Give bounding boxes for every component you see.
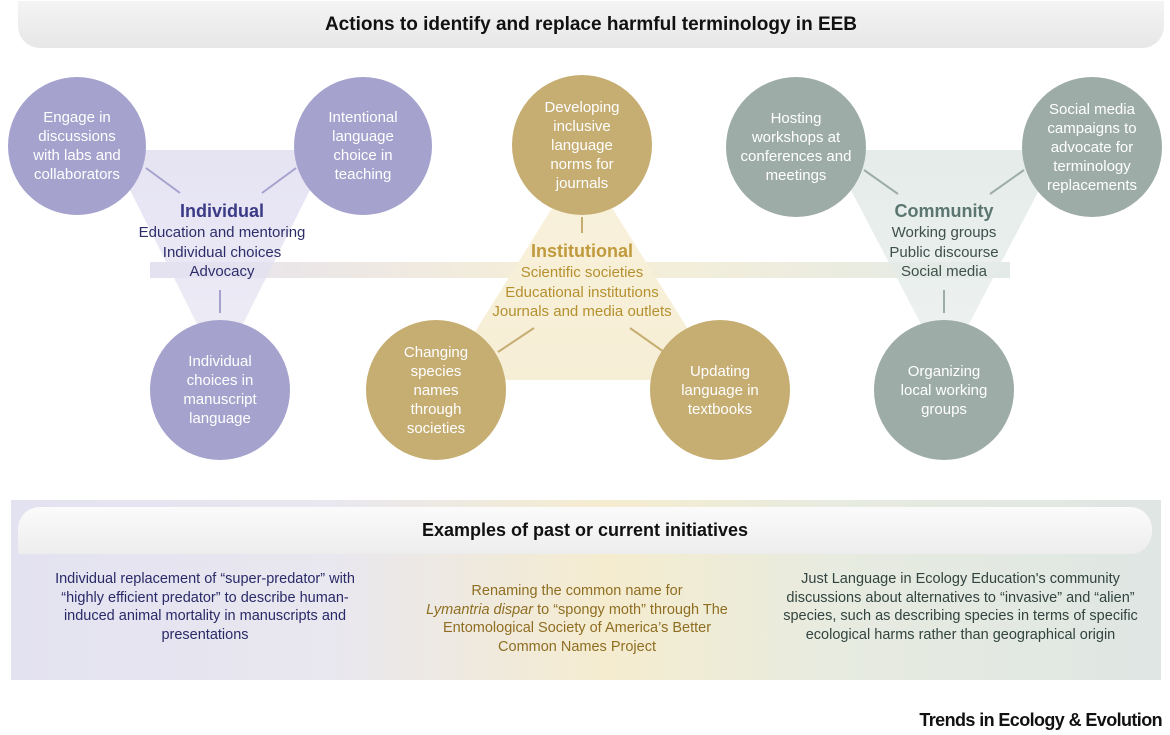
action-label: Developing inclusive language norms for … [544, 98, 620, 192]
hub-title-community: Community [894, 201, 994, 221]
community-triangle [830, 150, 1060, 370]
example-institutional: Renaming the common name for Lymantria d… [412, 582, 742, 656]
action-circle-individual-teaching: Intentional language choice in teaching [294, 77, 432, 215]
hub-title-individual: Individual [179, 201, 264, 221]
action-label: Social media campaigns to advocate for t… [1046, 100, 1138, 194]
action-circle-institutional-journals: Developing inclusive language norms for … [512, 75, 652, 215]
action-label: Updating language in textbooks [681, 362, 759, 418]
action-label: Intentional language choice in teaching [328, 109, 398, 183]
connector-individual-2 [261, 167, 297, 194]
hub-title-institutional: Institutional [531, 241, 633, 261]
individual-triangle [110, 150, 330, 370]
examples-header: Examples of past or current initiatives [18, 507, 1152, 554]
action-label: Organizing local working groups [900, 362, 988, 418]
connector-community-2 [989, 169, 1025, 195]
examples-title: Examples of past or current initiatives [421, 520, 749, 540]
example-institutional-suffix: to “spongy moth” through The Entomologic… [442, 601, 728, 655]
action-circle-community-local-groups: Organizing local working groups [874, 320, 1014, 460]
connector-institutional-3 [629, 327, 665, 353]
connector-community-1 [863, 169, 899, 195]
hub-line: Scientific societies [520, 264, 644, 281]
diagram-title: Actions to identify and replace harmful … [324, 13, 858, 35]
action-circle-institutional-species-names: Changing species names through societies [366, 320, 506, 460]
action-circle-individual-discussions: Engage in discussions with labs and coll… [8, 77, 146, 215]
hub-line: Individual choices [162, 243, 282, 261]
hub-community: Community Working groups Public discours… [844, 199, 1044, 282]
hub-line: Public discourse [889, 243, 999, 261]
institutional-triangle [445, 160, 720, 380]
hub-line: Education and mentoring [138, 224, 306, 241]
action-label: Hosting workshops at conferences and mee… [740, 110, 852, 184]
hub-line: Educational institutions [505, 283, 659, 301]
example-individual: Individual replacement of “super-predato… [55, 571, 355, 643]
action-circle-individual-manuscript: Individual choices in manuscript languag… [150, 320, 290, 460]
journal-brand: Trends in Ecology & Evolution [919, 710, 1162, 730]
action-label: Individual choices in manuscript languag… [183, 353, 257, 427]
connector-institutional-2 [497, 327, 535, 353]
hub-institutional: Institutional Scientific societies Educa… [462, 239, 702, 322]
action-label: Changing species names through societies [403, 343, 469, 437]
action-circle-community-workshops: Hosting workshops at conferences and mee… [726, 77, 866, 217]
hub-line: Working groups [891, 224, 997, 241]
example-community: Just Language in Ecology Education's com… [783, 571, 1138, 643]
hub-line: Social media [901, 263, 987, 280]
hub-line: Journals and media outlets [492, 303, 672, 320]
top-title-bar: Actions to identify and replace harmful … [18, 1, 1164, 48]
action-circle-community-social-media: Social media campaigns to advocate for t… [1022, 77, 1162, 217]
example-institutional-species: Lymantria dispar [426, 601, 534, 618]
action-label: Engage in discussions with labs and coll… [33, 109, 121, 183]
connector-individual-1 [145, 167, 181, 194]
action-circle-institutional-textbooks: Updating language in textbooks [650, 320, 790, 460]
hub-line: Advocacy [189, 263, 255, 280]
hub-individual: Individual Education and mentoring Indiv… [116, 199, 328, 282]
example-institutional-prefix: Renaming the common name for [471, 583, 683, 599]
